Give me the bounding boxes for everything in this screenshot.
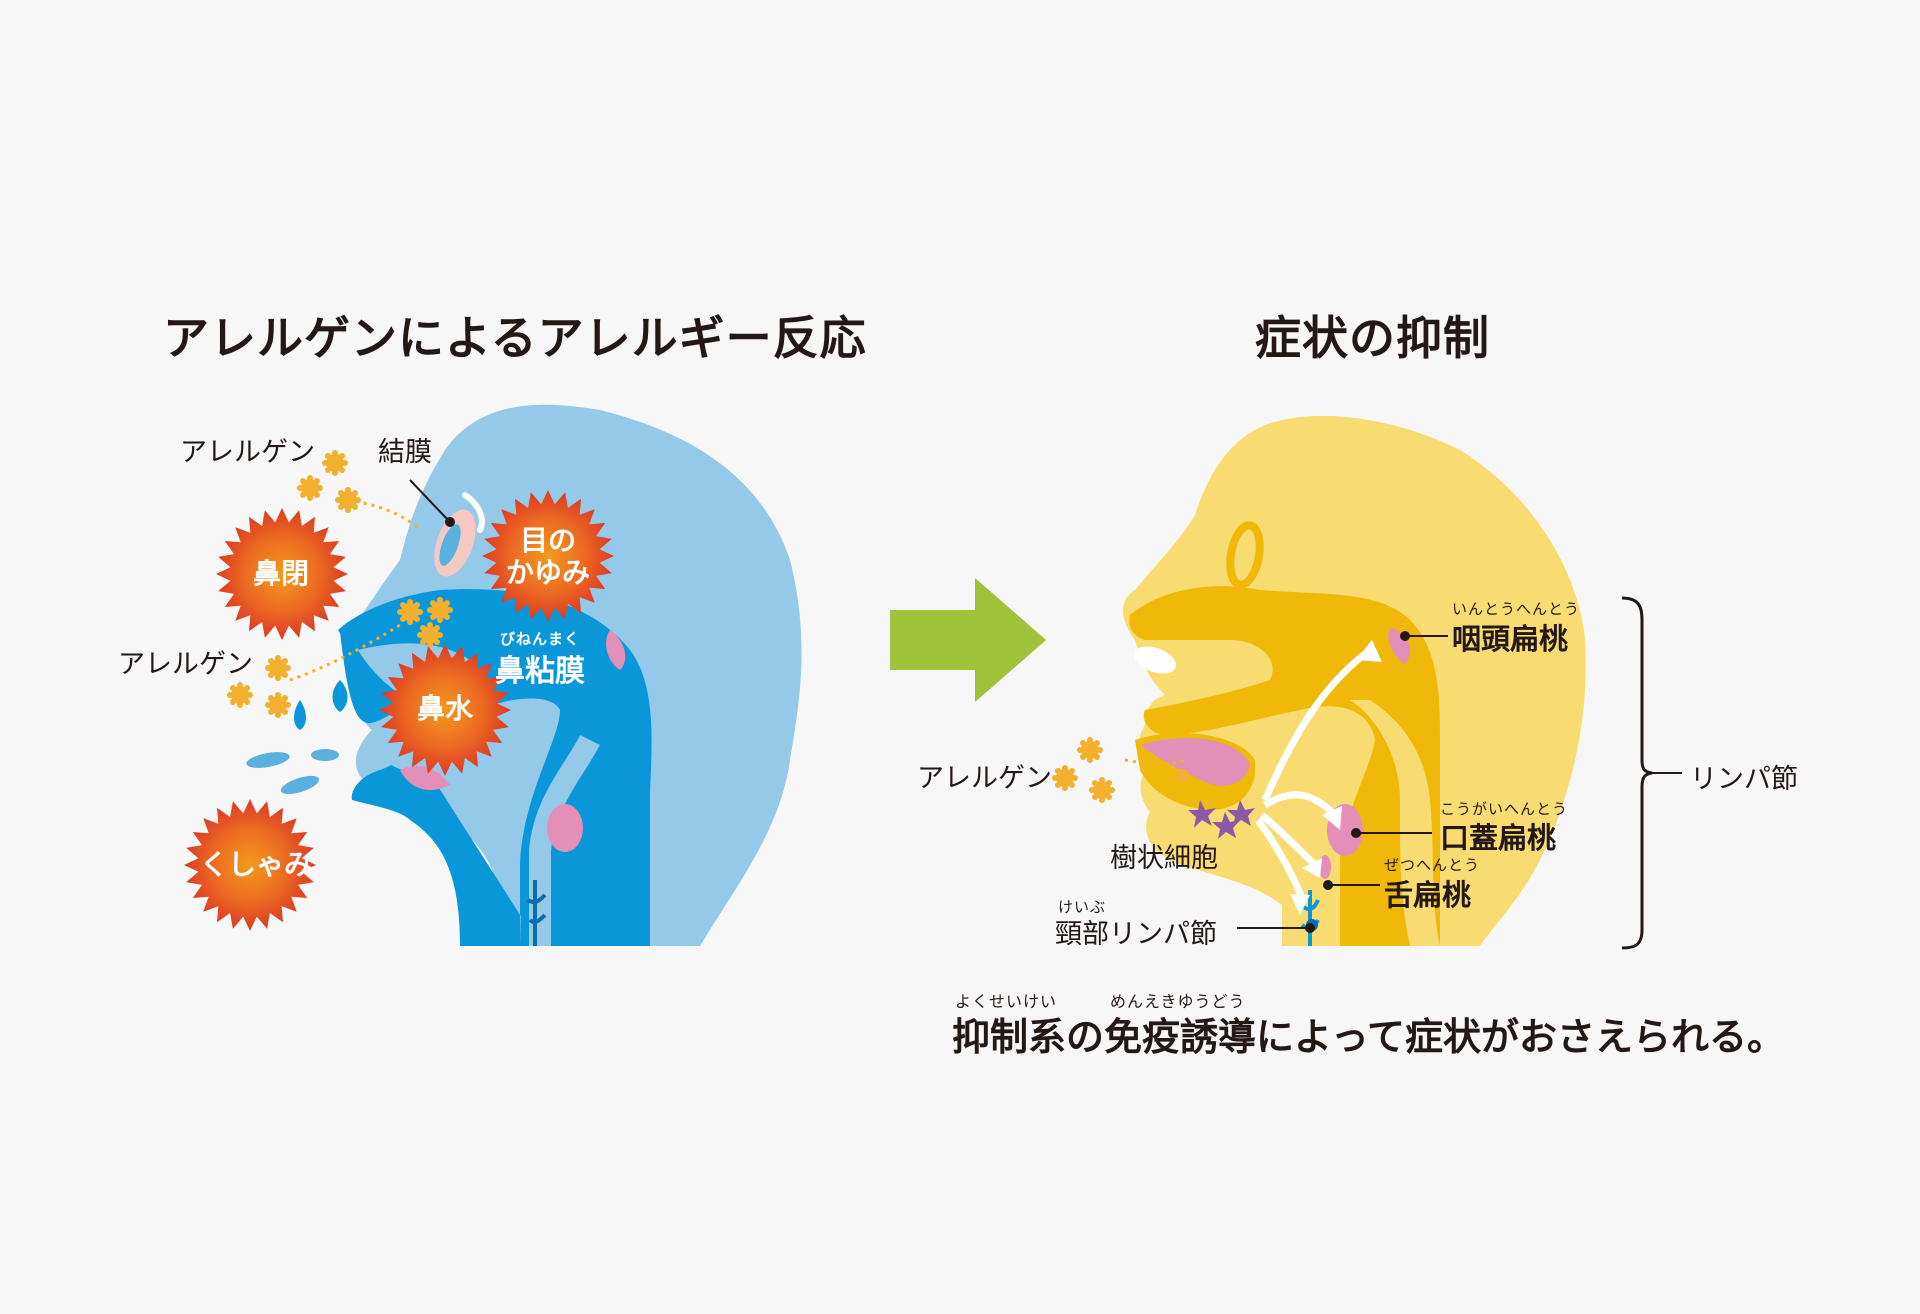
- label-palatine: 口蓋扁桃: [1440, 815, 1556, 857]
- transition-arrow: [890, 578, 1046, 702]
- symptom-sneeze: くしゃみ: [200, 849, 300, 881]
- label-right-allergen: アレルゲン: [917, 756, 1052, 795]
- label-allergen-mid: アレルゲン: [118, 642, 253, 681]
- symptom-itchy-eyes-2: かゆみ: [502, 557, 594, 589]
- caption: 抑制系の免疫誘導によって症状がおさえられる。: [952, 1006, 1785, 1061]
- right-title: 症状の抑制: [1255, 302, 1490, 368]
- label-dendritic: 樹状細胞: [1110, 836, 1218, 875]
- left-tonsil: [547, 804, 583, 852]
- label-nasal-mucosa: 鼻粘膜: [495, 646, 585, 690]
- symptom-congestion: 鼻閉: [245, 558, 317, 590]
- label-pharyngeal: 咽頭扁桃: [1452, 616, 1568, 658]
- label-cervical: 頸部リンパ節: [1055, 912, 1217, 951]
- label-conjunctiva: 結膜: [378, 430, 432, 469]
- label-lymph-nodes: リンパ節: [1690, 757, 1798, 796]
- left-title: アレルゲンによるアレルギー反応: [163, 302, 867, 368]
- label-allergen-top: アレルゲン: [180, 430, 315, 469]
- label-lingual: 舌扁桃: [1384, 872, 1471, 914]
- symptom-runny-nose: 鼻水: [405, 693, 485, 725]
- symptom-itchy-eyes-1: 目の: [508, 525, 588, 557]
- drip-drop: [333, 680, 348, 712]
